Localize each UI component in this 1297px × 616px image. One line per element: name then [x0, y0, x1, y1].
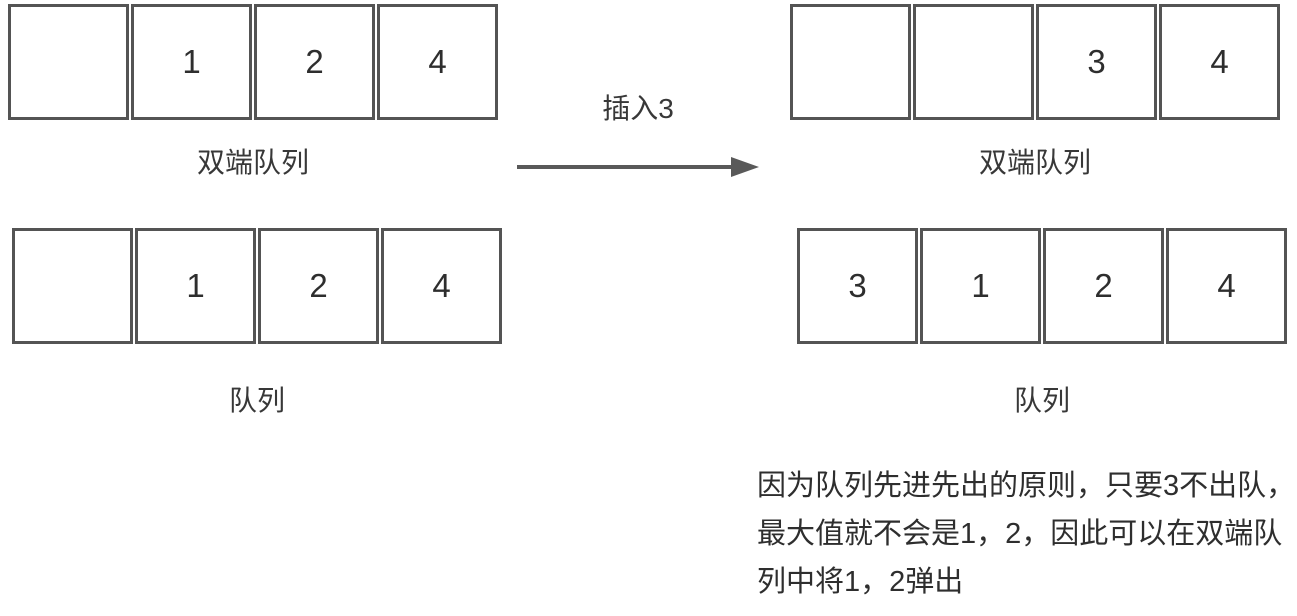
deque-after-group: 3 4 双端队列	[790, 4, 1280, 180]
queue-after-group: 3 1 2 4 队列	[797, 228, 1287, 418]
deque-before-cell	[8, 4, 129, 120]
queue-before-cell: 2	[258, 228, 379, 344]
deque-before-cell: 1	[131, 4, 252, 120]
queue-after-cell: 4	[1166, 228, 1287, 344]
transition-group: 插入3	[517, 92, 759, 180]
explanation-note: 因为队列先进先出的原则，只要3不出队， 最大值就不会是1，2，因此可以在双端队 …	[757, 462, 1297, 606]
queue-after-row: 3 1 2 4	[797, 228, 1287, 344]
deque-before-cell: 2	[254, 4, 375, 120]
queue-after-cell: 3	[797, 228, 918, 344]
queue-before-cell: 4	[381, 228, 502, 344]
queue-before-label: 队列	[228, 385, 285, 416]
deque-before-cell: 4	[377, 4, 498, 120]
transition-label: 插入3	[602, 93, 674, 124]
deque-before-label: 双端队列	[196, 147, 309, 178]
deque-after-cell: 4	[1159, 4, 1280, 120]
deque-before-group: 1 2 4 双端队列	[8, 4, 498, 180]
queue-before-group: 1 2 4 队列	[12, 228, 502, 418]
queue-before-row: 1 2 4	[12, 228, 502, 344]
queue-after-label: 队列	[1013, 385, 1070, 416]
queue-before-cell: 1	[135, 228, 256, 344]
deque-after-row: 3 4	[790, 4, 1280, 120]
explanation-note-line: 最大值就不会是1，2，因此可以在双端队	[757, 518, 1283, 550]
deque-after-label: 双端队列	[978, 147, 1091, 178]
arrow-right-icon	[517, 157, 759, 177]
explanation-note-line: 列中将1，2弹出	[757, 566, 964, 598]
deque-after-cell	[790, 4, 911, 120]
deque-after-cell: 3	[1036, 4, 1157, 120]
deque-after-cell	[913, 4, 1034, 120]
queue-before-cell	[12, 228, 133, 344]
deque-before-row: 1 2 4	[8, 4, 498, 120]
queue-after-cell: 1	[920, 228, 1041, 344]
explanation-note-line: 因为队列先进先出的原则，只要3不出队，	[757, 470, 1296, 502]
queue-after-cell: 2	[1043, 228, 1164, 344]
